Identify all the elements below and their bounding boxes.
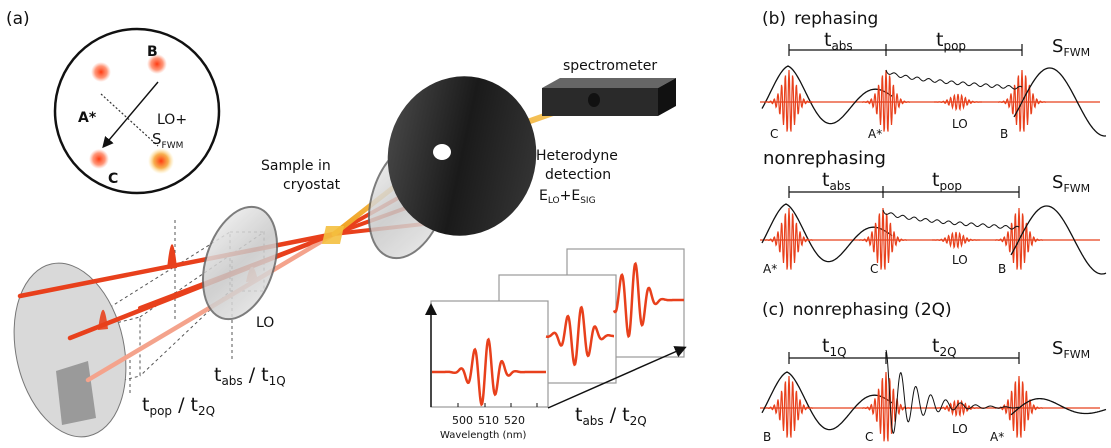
panel-a: (a) B A* C LO+ SFWM — [6, 9, 687, 441]
spectrometer-box — [542, 78, 676, 116]
spectra-axis-label: tabs / t2Q — [575, 404, 647, 428]
b-t2-label: tpop — [936, 29, 966, 53]
heterodyne-label-2: detection — [545, 167, 611, 183]
b2-signal-tail — [1010, 205, 1107, 275]
b-pulse-lo — [934, 93, 982, 112]
panel-a-label: (a) — [6, 9, 30, 29]
c-pulse-lo — [934, 399, 982, 418]
b-label-c: C — [770, 127, 778, 141]
b-label-b: B — [1000, 127, 1008, 141]
spot-lo-sfwm — [148, 148, 174, 174]
spectrum-1 — [432, 337, 546, 407]
c-sfwm-label: SFWM — [1052, 338, 1090, 361]
mask-disk — [387, 76, 537, 236]
b-pulse-a — [862, 69, 910, 132]
sample-label-2: cryostat — [283, 177, 341, 193]
b-label-a: A* — [868, 127, 882, 141]
b2-t2-label: tpop — [932, 169, 962, 193]
spectrum-3 — [612, 261, 684, 339]
spot-b-label: B — [147, 44, 158, 60]
beam-geometry-inset: B A* C LO+ SFWM — [53, 27, 221, 195]
wavelength-label: Wavelength (nm) — [440, 430, 526, 441]
focusing-lens — [202, 205, 278, 321]
c-ringdown-trace — [885, 349, 1019, 434]
b2-pulse-a — [765, 207, 813, 270]
b2-pulse-c — [859, 207, 907, 270]
spectrum-2 — [545, 305, 614, 367]
tpop-t2q-label: tpop / t2Q — [142, 394, 215, 418]
spot-a — [91, 62, 111, 82]
panel-c-2q: (c)nonrephasing (2Q) t1Q t2Q SFWM B C LO… — [760, 300, 1107, 444]
lo-beam-label: LO — [256, 315, 274, 331]
tabs-t1q-label: tabs / t1Q — [214, 364, 286, 388]
timing-bracket-c — [788, 352, 1020, 364]
c-label-b: B — [763, 430, 771, 444]
sfwm-s-label: SFWM — [152, 130, 183, 151]
spectra-stack: 500 510 520 Wavelength (nm) tabs / t2Q — [425, 248, 687, 441]
c-label-c: C — [865, 430, 873, 444]
b2-sfwm-label: SFWM — [1052, 172, 1090, 195]
c-signal-tail — [1010, 397, 1107, 416]
spectrometer-label: spectrometer — [563, 58, 657, 74]
b2-label-c: C — [870, 262, 878, 276]
sample-label-1: Sample in — [261, 158, 331, 174]
b2-title: nonrephasing — [763, 148, 886, 169]
lo-plus-label: LO+ — [157, 112, 187, 128]
tick-500: 500 — [452, 414, 473, 427]
c-pulse-b — [765, 375, 813, 438]
c-pulse-b-envelope — [761, 371, 893, 431]
heterodyne-field-label: ELO+ESIG — [539, 188, 596, 206]
b-sfwm-label: SFWM — [1052, 36, 1090, 59]
b-label-lo: LO — [952, 117, 968, 131]
spot-c — [89, 149, 109, 169]
b2-t1-label: tabs — [822, 169, 851, 193]
panel-b-label: (b)rephasing — [762, 9, 878, 29]
b-pulse-c — [765, 69, 813, 132]
spot-b — [147, 54, 167, 74]
c-t2-label: t2Q — [932, 335, 957, 359]
panel-c-label: (c)nonrephasing (2Q) — [762, 300, 952, 320]
c-pulse-c — [862, 371, 910, 442]
b2-decay-trace — [882, 209, 1020, 230]
sample-square — [322, 226, 344, 244]
b2-pulse-b — [995, 207, 1043, 270]
spot-a-label: A* — [78, 110, 97, 126]
b2-label-b: B — [998, 262, 1006, 276]
tick-510: 510 — [478, 414, 499, 427]
depth-axis-arrow — [547, 346, 687, 409]
c-label-a: A* — [990, 430, 1004, 444]
tick-520: 520 — [504, 414, 525, 427]
timing-bracket-b — [788, 44, 1023, 56]
panel-b-nonrephasing: nonrephasing tabs tpop SFWM A* C LO B — [760, 148, 1107, 276]
b-pulse-c-envelope — [761, 65, 893, 125]
panel-b-rephasing: (b)rephasing tabs tpop SFWM C A* LO B — [760, 9, 1107, 141]
c-label-lo: LO — [952, 422, 968, 436]
spot-c-label: C — [108, 171, 118, 187]
heterodyne-label-1: Heterodyne — [536, 148, 618, 164]
b-signal-tail — [1013, 67, 1107, 137]
b2-pulse-lo — [932, 231, 980, 250]
b-decay-trace — [885, 69, 1023, 90]
b2-label-lo: LO — [952, 253, 968, 267]
b-t1-label: tabs — [824, 29, 853, 53]
b-pulse-b — [998, 69, 1046, 132]
input-disk — [13, 262, 127, 438]
dotted-line — [100, 93, 159, 147]
b2-pulse-a-envelope — [761, 203, 893, 263]
c-t1-label: t1Q — [822, 335, 847, 359]
timing-bracket-b2 — [788, 186, 1020, 198]
arrow-b-to-c — [102, 81, 159, 149]
b2-label-a: A* — [763, 262, 777, 276]
c-pulse-a — [995, 375, 1043, 438]
